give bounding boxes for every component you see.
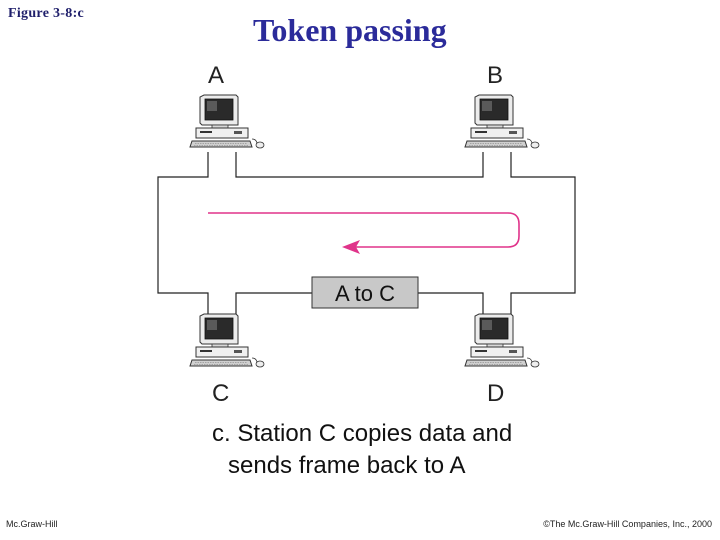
station-label-c: C — [212, 380, 230, 407]
computer-d-icon — [464, 313, 540, 368]
ring-wire-top-left — [157, 152, 209, 316]
frame-label: A to C — [335, 281, 395, 306]
station-label-b: B — [487, 62, 504, 89]
station-label-d: D — [487, 380, 505, 407]
caption-line-2: sends frame back to A — [228, 452, 466, 479]
ring-wire-top-middle — [235, 152, 484, 178]
station-label-a: A — [208, 62, 225, 89]
computer-a-icon — [189, 94, 265, 149]
caption-line-1: c. Station C copies data and — [212, 420, 513, 447]
arrowhead-icon — [342, 240, 360, 254]
page-title: Token passing — [253, 12, 447, 48]
copyright-footer: ©The Mc.Graw-Hill Companies, Inc., 2000 — [543, 519, 712, 529]
frame-path-arrow — [208, 212, 520, 248]
ring-wire-right — [510, 152, 576, 316]
frame-box — [311, 276, 419, 309]
publisher-footer: Mc.Graw-Hill — [6, 519, 58, 529]
figure-label: Figure 3-8:c — [8, 6, 85, 21]
computer-b-icon — [464, 94, 540, 149]
computer-c-icon — [189, 313, 265, 368]
